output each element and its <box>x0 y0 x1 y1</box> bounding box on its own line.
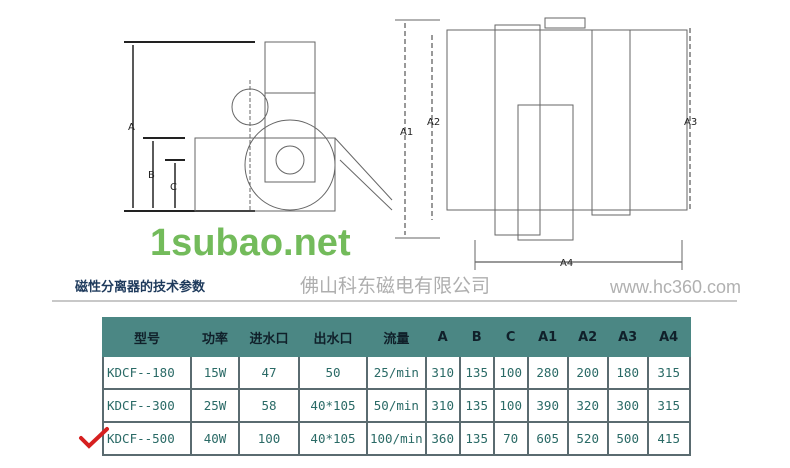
checkmark-icon <box>79 427 109 449</box>
dim-label-a3: A3 <box>684 117 697 128</box>
table-cell: 135 <box>458 421 495 456</box>
table-cell: 40*105 <box>298 421 368 456</box>
table-cell: 135 <box>458 355 495 390</box>
table-cell: 605 <box>526 421 569 456</box>
table-cell: 50 <box>298 355 368 390</box>
table-cell: 135 <box>458 388 495 423</box>
table-cell: 40*105 <box>298 388 368 423</box>
table-cell: 415 <box>646 421 691 456</box>
table-cell: 47 <box>238 355 300 390</box>
col-model: 型号 <box>102 317 192 357</box>
dim-label-a2: A2 <box>427 117 440 128</box>
col-power: 功率 <box>190 317 240 357</box>
table-cell: 310 <box>424 388 461 423</box>
table-header: 型号 功率 进水口 出水口 流量 A B C A1 A2 A3 A4 <box>102 317 691 357</box>
col-a2: A2 <box>566 317 609 357</box>
table-cell: 315 <box>646 388 691 423</box>
table-cell: 310 <box>424 355 461 390</box>
model-cell: KDCF--300 <box>102 388 192 423</box>
divider <box>52 300 737 302</box>
watermark-company: 佛山科东磁电有限公司 <box>300 276 491 297</box>
table-cell: 320 <box>566 388 609 423</box>
table-cell: 100/min <box>366 421 427 456</box>
col-a4: A4 <box>646 317 691 357</box>
watermark-url: www.hc360.com <box>610 277 742 297</box>
col-a1: A1 <box>526 317 569 357</box>
dim-label-a1: A1 <box>400 127 413 138</box>
col-a3: A3 <box>606 317 649 357</box>
front-view: A1 A2 A3 A4 <box>395 17 697 270</box>
side-view: A B C <box>124 41 393 212</box>
table-cell: 25/min <box>366 355 427 390</box>
table-cell: 500 <box>606 421 649 456</box>
col-inlet: 进水口 <box>238 317 300 357</box>
table-cell: 315 <box>646 355 691 390</box>
table-cell: 520 <box>566 421 609 456</box>
table-cell: 25W <box>190 388 240 423</box>
table-cell: 100 <box>492 388 529 423</box>
col-flow: 流量 <box>366 317 427 357</box>
watermark-site: 1subao.net <box>150 222 351 264</box>
table-cell: 40W <box>190 421 240 456</box>
table-cell: 390 <box>526 388 569 423</box>
technical-drawing: A B C A1 A2 A3 <box>124 17 697 270</box>
table-cell: 58 <box>238 388 300 423</box>
table-cell: 200 <box>566 355 609 390</box>
model-cell: KDCF--500 <box>102 421 192 456</box>
table-cell: 100 <box>238 421 300 456</box>
section-title: 磁性分离器的技术参数 <box>75 280 206 295</box>
table-cell: 50/min <box>366 388 427 423</box>
table-cell: 70 <box>492 421 529 456</box>
table-cell: 360 <box>424 421 461 456</box>
dim-label-a: A <box>128 122 135 133</box>
col-b: B <box>458 317 495 357</box>
spec-table: 型号 功率 进水口 出水口 流量 A B C A1 A2 A3 A4 KDCF-… <box>102 317 691 456</box>
dim-label-a4: A4 <box>560 258 573 269</box>
dim-label-c: C <box>170 182 177 193</box>
table-cell: 180 <box>606 355 649 390</box>
col-a: A <box>424 317 461 357</box>
col-c: C <box>492 317 529 357</box>
table-cell: 15W <box>190 355 240 390</box>
table-cell: 100 <box>492 355 529 390</box>
dim-label-b: B <box>148 170 155 181</box>
model-cell: KDCF--180 <box>102 355 192 390</box>
col-outlet: 出水口 <box>298 317 368 357</box>
table-cell: 280 <box>526 355 569 390</box>
table-cell: 300 <box>606 388 649 423</box>
